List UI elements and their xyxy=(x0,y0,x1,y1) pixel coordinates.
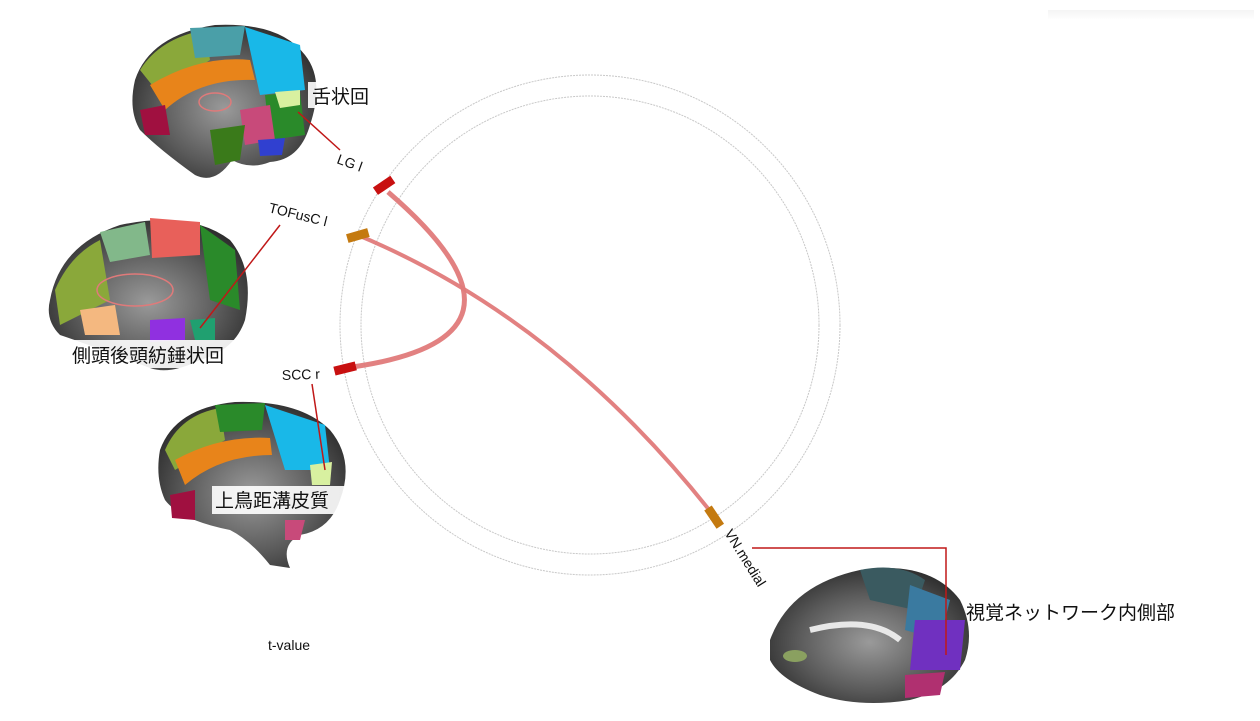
node-lg-marker xyxy=(372,175,396,195)
brain-image-supracalcarine xyxy=(158,401,346,568)
label-temporal-fusiform: 側頭後頭紡錘状回 xyxy=(72,345,224,367)
node-scc-marker xyxy=(333,361,357,376)
connection-lg-scc xyxy=(344,190,467,371)
connections xyxy=(344,190,716,518)
node-label-vn: VN.medial xyxy=(721,526,769,589)
node-tofusc-marker xyxy=(346,228,370,243)
label-visual-network: 視覚ネットワーク内側部 xyxy=(966,602,1175,624)
node-markers xyxy=(333,175,725,529)
region-labels: 舌状回 側頭後頭紡錘状回 上鳥距溝皮質 視覚ネットワーク内側部 xyxy=(68,82,1175,624)
label-supracalcarine: 上鳥距溝皮質 xyxy=(215,490,329,512)
pointer-visual-network xyxy=(752,547,947,655)
node-label-tofusc: TOFusC l xyxy=(267,199,329,229)
pointer-lines xyxy=(199,111,947,655)
connection-tofusc-vn xyxy=(359,234,716,518)
brain-image-fusiform xyxy=(48,218,248,371)
circle-ring xyxy=(339,74,841,576)
label-lingual-gyrus: 舌状回 xyxy=(312,86,369,108)
pointer-fusiform xyxy=(199,224,281,329)
pointer-lingual xyxy=(297,111,341,151)
tvalue-label: t-value xyxy=(268,637,310,653)
node-label-scc: SCC r xyxy=(282,366,321,383)
brain-image-visual-network xyxy=(770,567,969,704)
node-label-lg: LG l xyxy=(335,151,365,175)
top-right-bar xyxy=(1048,10,1254,20)
brain-image-lingual xyxy=(132,24,317,178)
pointer-supracalcarine xyxy=(311,383,326,471)
node-vn-marker xyxy=(704,505,725,529)
